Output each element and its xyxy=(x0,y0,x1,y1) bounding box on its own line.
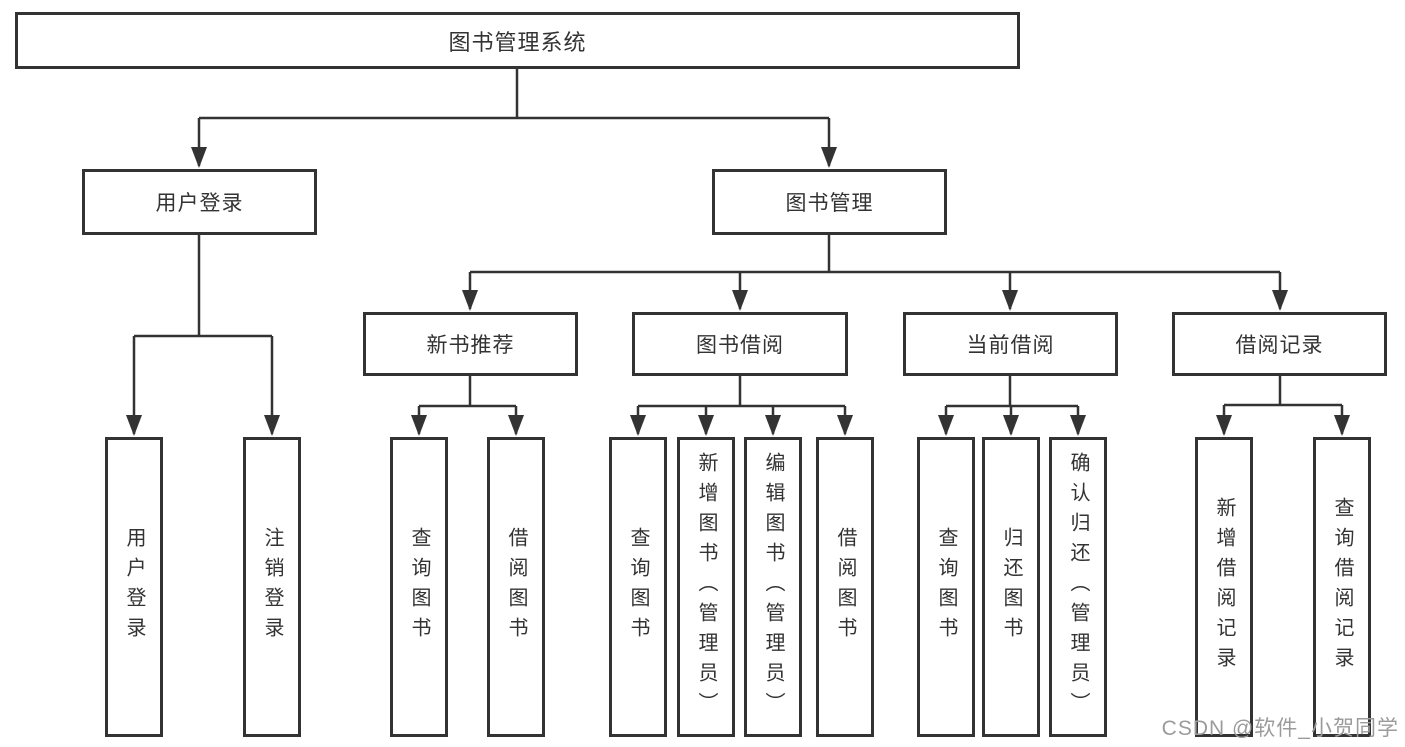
node-current-borrowing: 当前借阅 xyxy=(903,312,1118,376)
leaf-edit-books-admin: 编辑图书（管理员） xyxy=(744,437,802,737)
node-borrowing-records: 借阅记录 xyxy=(1172,312,1387,376)
leaf-query-borrow-record: 查询借阅记录 xyxy=(1313,437,1371,737)
leaf-borrow-books: 借阅图书 xyxy=(816,437,874,737)
leaf-logout: 注销登录 xyxy=(243,437,301,737)
leaf-query-books-recommend: 查询图书 xyxy=(390,437,448,737)
leaf-borrow-books-recommend: 借阅图书 xyxy=(487,437,545,737)
node-user-login-branch: 用户登录 xyxy=(82,169,317,235)
node-library-management-system: 图书管理系统 xyxy=(15,12,1020,69)
node-book-management-branch: 图书管理 xyxy=(712,169,947,235)
leaf-return-books: 归还图书 xyxy=(982,437,1040,737)
leaf-query-books-borrowing: 查询图书 xyxy=(609,437,667,737)
leaf-add-borrow-record: 新增借阅记录 xyxy=(1195,437,1253,737)
node-new-book-recommend: 新书推荐 xyxy=(363,312,578,376)
leaf-add-books-admin: 新增图书（管理员） xyxy=(677,437,735,737)
leaf-user-login: 用户登录 xyxy=(105,437,163,737)
leaf-confirm-return-admin: 确认归还（管理员） xyxy=(1049,437,1107,737)
csdn-watermark: CSDN @软件_小贺同学 xyxy=(1161,717,1399,740)
leaf-query-books-current: 查询图书 xyxy=(917,437,975,737)
node-book-borrowing: 图书借阅 xyxy=(632,312,848,376)
